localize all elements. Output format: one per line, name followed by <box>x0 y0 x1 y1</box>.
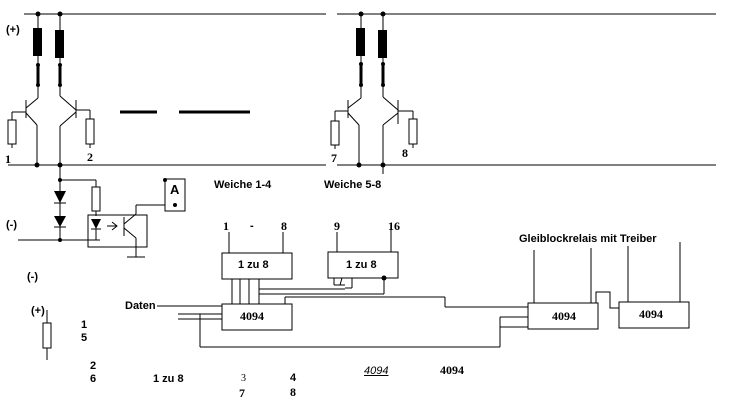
ammeter-label: A <box>170 182 180 197</box>
ammeter <box>163 178 186 212</box>
decoder-2-input-16: 16 <box>388 219 400 233</box>
led-resistor <box>91 186 101 212</box>
weiche-1-4-label: Weiche 1-4 <box>214 179 272 191</box>
base-resistor-8 <box>408 118 418 145</box>
decoder-2-box <box>327 251 399 279</box>
decoder-1-input-8: 8 <box>281 219 287 233</box>
note-8: 8 <box>290 385 296 399</box>
driver-channel-1 <box>7 11 42 168</box>
decoder-1-wires <box>221 232 384 304</box>
diode-optocoupler-section <box>18 165 175 258</box>
pin-label-8: 8 <box>402 146 408 160</box>
relay-coil-2 <box>55 30 64 58</box>
shift-register-2-3-wires <box>527 242 690 330</box>
pin-label-7: 7 <box>331 151 337 165</box>
minus-label-mid: (-) <box>6 219 17 231</box>
driver-channel-7 <box>330 11 365 168</box>
note-4094: 4094 <box>440 363 464 377</box>
plus-label-top: (+) <box>6 24 20 36</box>
driver-channel-8 <box>378 11 418 168</box>
note-4094-italic: 4094 <box>364 365 389 377</box>
optocoupler-box <box>87 214 148 248</box>
diode-2 <box>54 216 66 227</box>
note-4: 4 <box>290 372 297 384</box>
shift-register-3-label: 4094 <box>639 307 663 321</box>
decoder-1-box <box>221 252 293 280</box>
pin-label-1: 1 <box>5 152 11 166</box>
base-resistor-7 <box>330 120 340 146</box>
note-2: 2 <box>90 360 97 372</box>
note-3: 3 <box>241 373 246 384</box>
shift-register-2-box <box>527 302 599 330</box>
minus-label-lower: (-) <box>27 271 38 283</box>
plus-label-lower: (+) <box>31 305 45 317</box>
base-resistor-2 <box>85 118 95 145</box>
decoder-2-label: 1 zu 8 <box>346 259 377 271</box>
note-6: 6 <box>90 373 97 385</box>
gleisblock-label: Gleiblockrelais mit Treiber <box>519 233 657 245</box>
note-1: 1 <box>81 319 88 331</box>
diode-1 <box>54 191 66 203</box>
shift-register-1-label: 4094 <box>240 309 264 323</box>
relay-coil-1 <box>33 28 42 56</box>
shift-register-1-wires <box>157 296 528 348</box>
driver-channel-2 <box>55 11 95 168</box>
decoder-2-input-9: 9 <box>334 219 340 233</box>
daten-label: Daten <box>125 300 156 312</box>
shift-register-3-box <box>618 301 690 329</box>
note-5: 5 <box>81 332 88 344</box>
lower-resistor <box>42 310 52 360</box>
shift-register-2-label: 4094 <box>552 309 576 323</box>
note-1zu8: 1 zu 8 <box>153 373 184 385</box>
decoder-1-dash: - <box>250 220 254 232</box>
weiche-5-8-label: Weiche 5-8 <box>324 179 382 191</box>
note-7: 7 <box>239 386 245 400</box>
decoder-2-wires <box>327 228 399 294</box>
relay-coil-8 <box>378 30 387 58</box>
pin-label-2: 2 <box>87 150 93 164</box>
shift-register-1-box <box>221 303 293 331</box>
decoder-1-input-1: 1 <box>223 219 229 233</box>
base-resistor-1 <box>7 119 17 145</box>
decoder-1-label: 1 zu 8 <box>238 259 269 271</box>
relay-coil-7 <box>356 28 365 56</box>
